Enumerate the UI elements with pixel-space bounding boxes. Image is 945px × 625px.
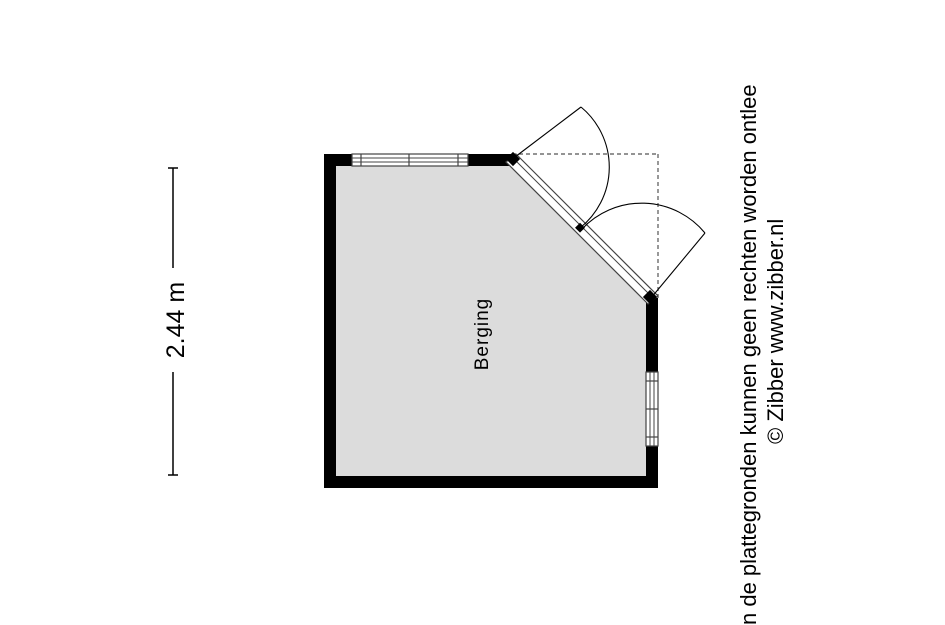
walls [324,154,658,488]
room-label: Berging [472,298,493,371]
wall-top-left-segment [324,154,352,166]
disclaimer-text: n de plattegronden kunnen geen rechten w… [736,84,761,625]
dimension-label: 2.44 m [162,282,190,358]
wall-bottom [324,476,658,488]
window-top [351,153,469,167]
wall-left [324,154,336,488]
door-swing-left [514,106,610,229]
door-arc-right [581,202,706,234]
dashed-corner-outline [512,153,659,300]
door-swing-right [581,202,706,299]
dimension-indicator: 2.44 m [162,167,190,476]
wall-right-upper [646,298,658,372]
wall-right-lower [646,446,658,488]
wall-top-right-segment [468,154,516,166]
copyright-text: © Zibber www.zibber.nl [763,219,788,444]
door-leaf-right [650,232,706,299]
door-leaf-left [514,106,582,158]
window-right [645,371,659,447]
door-arc-left [579,106,610,229]
room-floor [336,166,648,476]
